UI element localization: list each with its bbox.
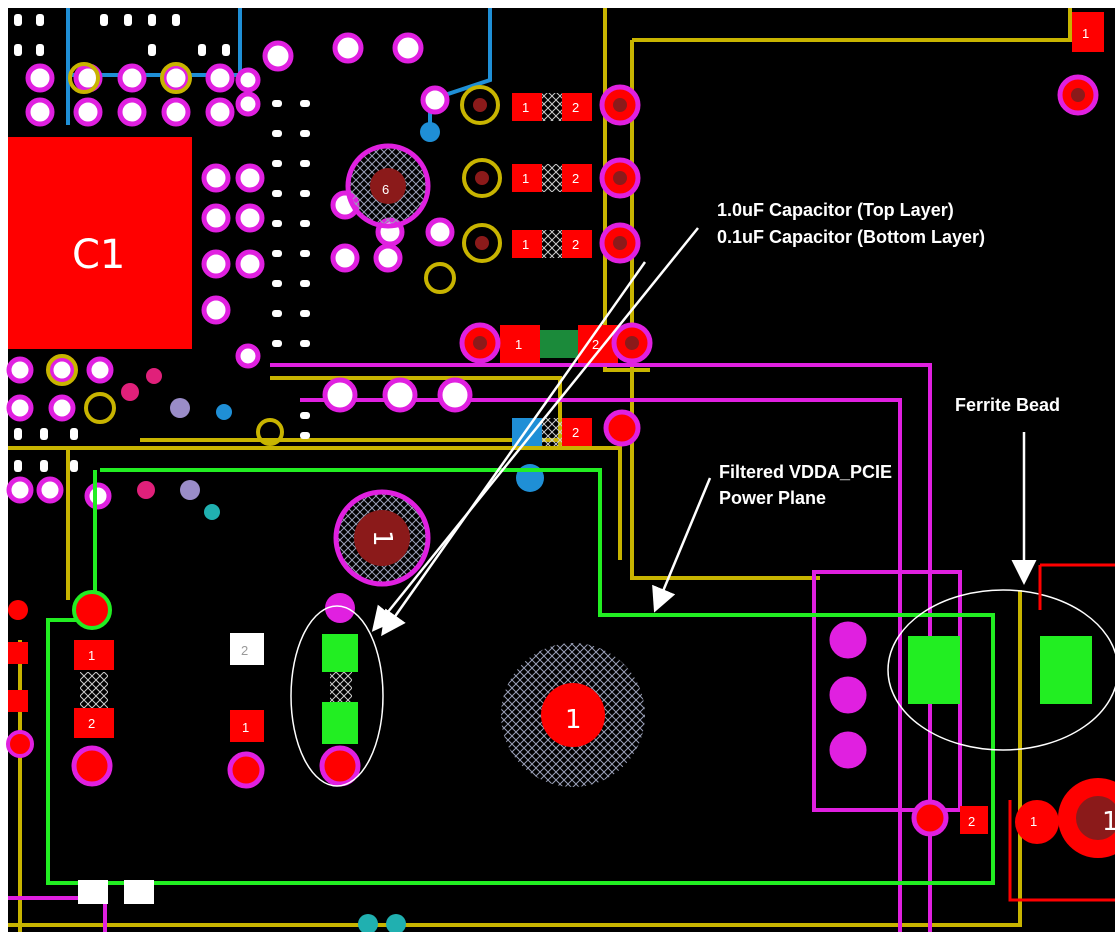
capacitor-1uf[interactable] (290, 593, 384, 787)
ferrite-highlight-ellipse (887, 589, 1115, 751)
svg-text:2: 2 (572, 171, 579, 186)
bga-via-grid (6, 14, 544, 932)
annotation-labels: 1.0uF Capacitor (Top Layer) 0.1uF Capaci… (717, 200, 1060, 508)
left-capacitor-pads: 1 2 2 1 (6, 590, 265, 904)
capacitor-label-line2: 0.1uF Capacitor (Bottom Layer) (717, 227, 985, 247)
power-plane-label-line1: Filtered VDDA_PCIE (719, 462, 892, 482)
svg-text:1: 1 (522, 171, 529, 186)
svg-text:2: 2 (572, 100, 579, 115)
svg-text:1: 1 (522, 237, 529, 252)
annotation-arrows (371, 227, 1037, 637)
svg-text:2: 2 (968, 814, 975, 829)
svg-text:2: 2 (572, 425, 579, 440)
svg-text:1: 1 (522, 100, 529, 115)
power-plane-label-line2: Power Plane (719, 488, 826, 508)
svg-text:2: 2 (241, 643, 248, 658)
ferrite-bead-label: Ferrite Bead (955, 395, 1060, 415)
capacitor-highlight-ellipse (290, 605, 384, 787)
capacitor-label-line1: 1.0uF Capacitor (Top Layer) (717, 200, 954, 220)
svg-text:6: 6 (382, 182, 389, 197)
capacitor-pads-upper: 1 2 1 2 1 2 1 2 2 1 (459, 12, 1104, 447)
svg-text:1: 1 (515, 337, 522, 352)
large-via-mid: 1 (333, 489, 431, 587)
svg-text:2: 2 (572, 237, 579, 252)
c1-component[interactable]: C1 (8, 137, 192, 349)
ferrite-bead[interactable]: 2 1 1 (887, 563, 1115, 902)
large-via-top: 6 (345, 143, 431, 229)
svg-text:1: 1 (1030, 814, 1037, 829)
svg-text:1: 1 (88, 648, 95, 663)
c1-reference-label: C1 (72, 232, 125, 278)
svg-text:2: 2 (592, 337, 599, 352)
svg-text:1: 1 (242, 720, 249, 735)
via-column-right (829, 621, 867, 769)
svg-text:1: 1 (367, 530, 397, 547)
large-via-center: 1 (501, 643, 645, 787)
svg-text:2: 2 (88, 716, 95, 731)
copper-traces (8, 8, 1072, 932)
svg-text:1: 1 (1102, 807, 1115, 837)
svg-text:1: 1 (1082, 26, 1089, 41)
svg-text:1: 1 (565, 705, 582, 735)
